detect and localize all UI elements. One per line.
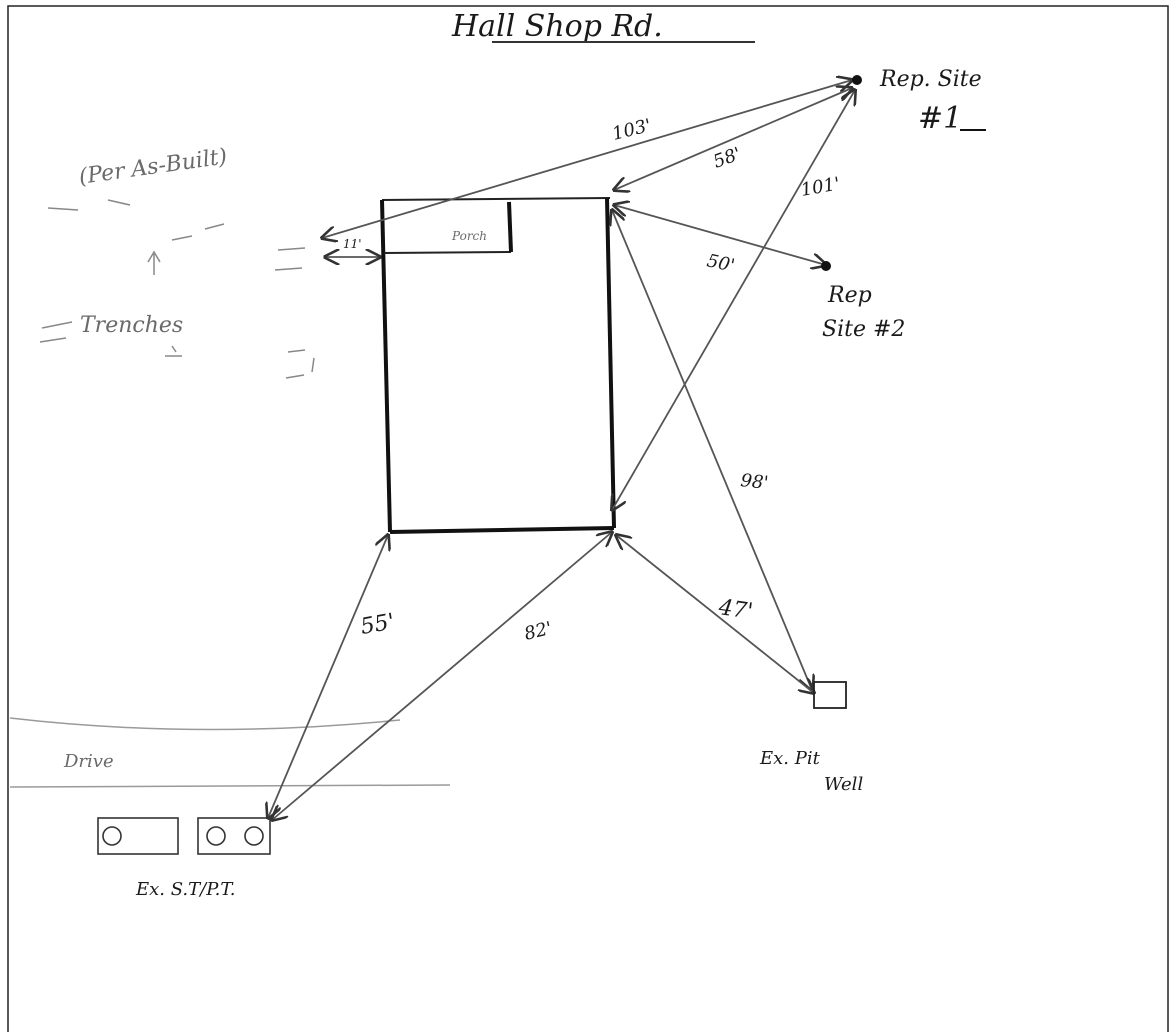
pit-well-symbol [813, 681, 847, 709]
rep-site-2-marker [821, 261, 831, 271]
pit-well-label: Ex. Pit [759, 748, 821, 769]
rep-site-2-label: Rep [827, 283, 872, 308]
rep-site-1-label: Rep. Site [879, 67, 982, 92]
rep-site-1-number: #1 [918, 101, 962, 136]
as-built-note: (Per As-Built) [77, 144, 228, 190]
distance-55: 55' [359, 609, 397, 640]
trenches-label: Trenches [80, 313, 183, 338]
distance-101: 101' [799, 173, 841, 201]
drive-label: Drive [63, 751, 114, 772]
distance-58: 58' [711, 143, 744, 172]
distance-50: 50' [705, 250, 737, 276]
measurement-lines [268, 80, 855, 820]
rep-site-1-marker [852, 75, 862, 85]
distance-98: 98' [739, 470, 769, 494]
distance-11: 11' [343, 237, 362, 251]
porch: Porch [383, 201, 513, 254]
page-border [7, 5, 1169, 1032]
svg-text:Porch: Porch [451, 229, 487, 243]
septic-tanks [97, 817, 271, 855]
road-title: Hall Shop Rd. [451, 9, 755, 44]
rep-site-2-number: Site #2 [822, 317, 905, 342]
distance-47: 47' [716, 595, 754, 625]
house-outline [380, 197, 616, 534]
trench-marks [39, 199, 315, 379]
pit-well-label-2: Well [824, 774, 863, 795]
svg-text:Hall Shop Rd.: Hall Shop Rd. [451, 9, 663, 44]
septic-tanks-label: Ex. S.T/P.T. [135, 879, 235, 900]
distance-82: 82' [522, 618, 554, 645]
